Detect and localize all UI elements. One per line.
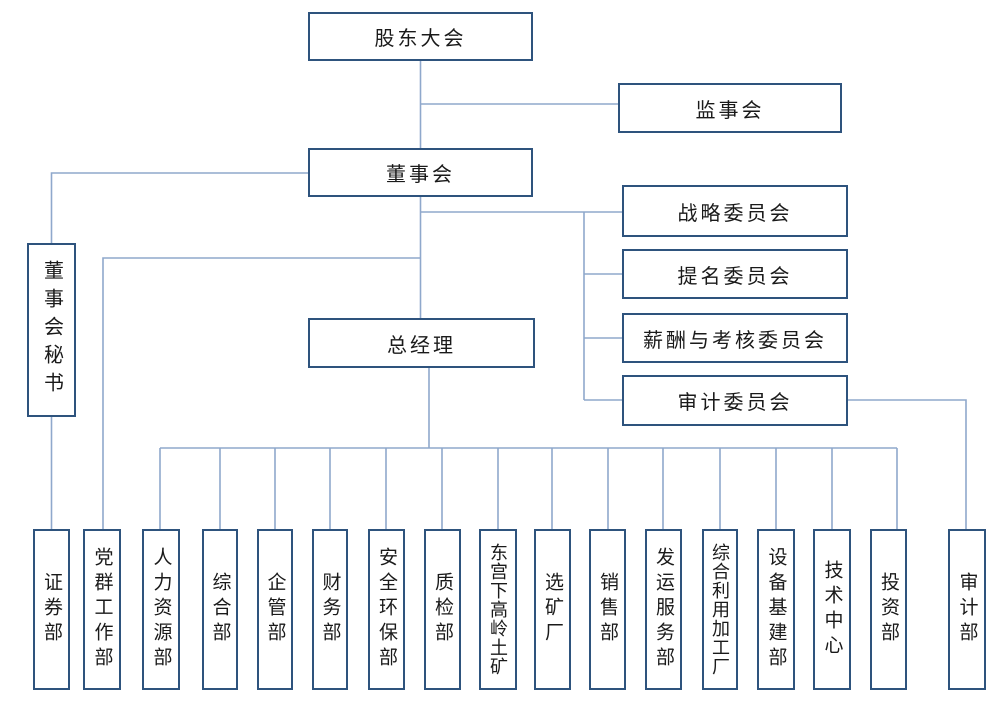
node-dept-party-mass-work: 党群工作部 bbox=[83, 529, 121, 690]
node-committee-strategy: 战略委员会 bbox=[622, 185, 848, 237]
node-dept-quality-inspection: 质检部 bbox=[424, 529, 461, 690]
node-dept-finance: 财务部 bbox=[312, 529, 348, 690]
node-dept-securities: 证券部 bbox=[33, 529, 70, 690]
node-dept-audit: 审计部 bbox=[948, 529, 986, 690]
node-general-manager: 总经理 bbox=[308, 318, 535, 368]
connector-gm-departments bbox=[159, 368, 898, 529]
node-dept-equipment-infrastructure: 设备基建部 bbox=[757, 529, 795, 690]
node-dept-human-resources: 人力资源部 bbox=[142, 529, 180, 690]
node-committee-compensation-appraisal: 薪酬与考核委员会 bbox=[622, 313, 848, 363]
node-dept-investment: 投资部 bbox=[870, 529, 907, 690]
node-committee-nomination: 提名委员会 bbox=[622, 249, 848, 299]
node-dept-shipping-service: 发运服务部 bbox=[645, 529, 682, 690]
connector-spine-party-mass-dept bbox=[102, 257, 421, 529]
node-committee-audit: 审计委员会 bbox=[622, 375, 848, 426]
connector-board-committees bbox=[420, 211, 622, 401]
node-dept-ore-dressing-plant: 选矿厂 bbox=[534, 529, 571, 690]
connector-audit-committee-audit-dept bbox=[848, 399, 967, 529]
node-dept-general-affairs: 综合部 bbox=[202, 529, 238, 690]
node-dept-safety-environment: 安全环保部 bbox=[368, 529, 405, 690]
node-dept-enterprise-management: 企管部 bbox=[257, 529, 293, 690]
node-board-secretary: 董事会秘书 bbox=[27, 243, 76, 417]
node-dept-comprehensive-utilization-plant: 综合利用加工厂 bbox=[702, 529, 738, 690]
node-board-of-directors: 董事会 bbox=[308, 148, 533, 197]
node-dept-technology-center: 技术中心 bbox=[813, 529, 851, 690]
node-dept-donggongxia-kaolin-mine: 东宫下高岭土矿 bbox=[479, 529, 517, 690]
node-dept-sales: 销售部 bbox=[589, 529, 626, 690]
node-supervisory-board: 监事会 bbox=[618, 83, 842, 133]
node-shareholders-meeting: 股东大会 bbox=[308, 12, 533, 61]
connector-board-secretary bbox=[50, 172, 308, 243]
